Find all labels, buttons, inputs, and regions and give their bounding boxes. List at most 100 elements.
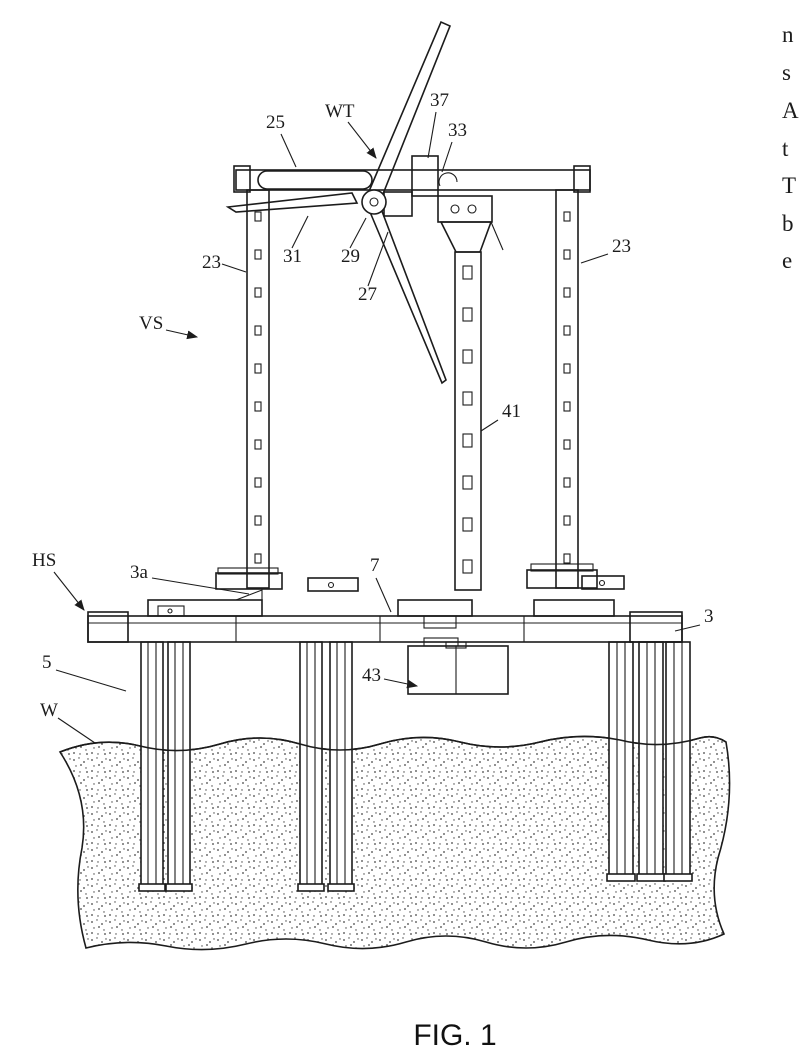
pile	[608, 641, 634, 877]
edge-fragment: A	[782, 98, 799, 123]
leader-23-left	[221, 263, 247, 273]
leader-29	[349, 217, 367, 249]
column-left	[246, 189, 270, 589]
leader-3	[674, 624, 701, 632]
pile	[140, 641, 164, 887]
label-3: 3	[704, 606, 714, 627]
bolt	[450, 204, 460, 214]
leader-41	[480, 419, 499, 432]
label-41: 41	[502, 401, 521, 422]
pile	[299, 641, 323, 887]
nacelle-body	[383, 191, 413, 217]
leader-wt	[347, 121, 377, 159]
stowed-blade-cylinder	[257, 170, 373, 190]
edge-fragment: e	[782, 248, 792, 273]
pile	[167, 641, 191, 887]
leader-43	[383, 678, 419, 689]
bolt-plate	[581, 575, 625, 590]
pile	[638, 641, 664, 877]
label-hs: HS	[32, 550, 56, 571]
bolt	[167, 608, 173, 614]
label-23-left: 23	[202, 252, 221, 273]
leader-25	[280, 133, 297, 168]
leader-33	[441, 141, 453, 173]
column-right-holes	[563, 211, 571, 564]
label-43: 43	[362, 665, 381, 686]
blade-left	[225, 192, 359, 213]
pile	[329, 641, 353, 887]
footing-right	[526, 569, 598, 589]
footing-plate-right	[530, 563, 594, 572]
pile-legs	[138, 641, 693, 892]
edge-fragment: b	[782, 211, 794, 236]
rotor-hub	[361, 189, 387, 215]
edge-fragment: n	[782, 22, 794, 47]
wind-turbine	[225, 20, 504, 385]
bolt	[467, 204, 477, 214]
label-wt: WT	[325, 101, 355, 122]
bolt-plate	[307, 577, 359, 592]
pile-cap	[327, 883, 355, 892]
leader-vs	[165, 329, 199, 340]
support-brace	[439, 221, 493, 253]
leader-27	[367, 231, 389, 287]
label-33: 33	[448, 120, 467, 141]
leader-hs	[53, 571, 85, 611]
main-deck-beam	[87, 615, 683, 643]
bolt	[327, 581, 335, 589]
leader-lines	[53, 111, 701, 744]
pile-cap	[663, 873, 693, 882]
pile-cap	[636, 873, 666, 882]
top-beam-cap-right	[573, 165, 591, 193]
pile-cap	[297, 883, 325, 892]
label-27: 27	[358, 284, 377, 305]
reference-labels: 25 WT 37 33 23 31 29 27 23 VS 41 HS 3a 7…	[32, 90, 714, 721]
deck-wedge	[235, 589, 263, 601]
leader-37	[427, 111, 437, 159]
pile-cap	[165, 883, 193, 892]
top-beam	[235, 169, 591, 191]
deck-block-center	[397, 599, 473, 617]
column-left-holes	[254, 211, 262, 564]
label-vs: VS	[139, 313, 163, 334]
pile-cap	[606, 873, 636, 882]
water-surface-line	[59, 735, 727, 753]
label-7: 7	[370, 555, 380, 576]
pile-cap	[138, 883, 166, 892]
label-25: 25	[266, 112, 285, 133]
edge-fragment: s	[782, 60, 791, 85]
tower-column-holes	[462, 265, 473, 574]
blade-mount	[411, 155, 439, 197]
figure-caption: FIG. 1	[413, 1019, 496, 1052]
deck-notch	[423, 615, 457, 629]
bolt	[598, 579, 606, 587]
footing-plate-left	[217, 567, 279, 575]
label-23-right: 23	[612, 236, 631, 257]
tower-column	[454, 251, 482, 591]
label-w: W	[40, 700, 58, 721]
leader-31	[291, 215, 309, 249]
leader-23-right	[580, 253, 609, 264]
vessel-structure	[233, 165, 591, 591]
deck-block-right	[533, 599, 615, 617]
label-37: 37	[430, 90, 449, 111]
label-5: 5	[42, 652, 52, 673]
rotor-hub-center	[369, 197, 379, 207]
box-tab	[423, 637, 459, 647]
blade-down	[368, 204, 447, 385]
label-29: 29	[341, 246, 360, 267]
deck-bracket	[157, 605, 185, 617]
top-beam-cap-left	[233, 165, 251, 193]
label-31: 31	[283, 246, 302, 267]
support-box	[437, 195, 493, 223]
page-edge-text: n s A t T b e	[782, 22, 799, 273]
equipment-box	[407, 645, 509, 695]
leader-5	[55, 669, 127, 692]
pile	[665, 641, 691, 877]
edge-fragment: t	[782, 136, 789, 161]
footing-left	[215, 572, 283, 590]
leader-7	[375, 577, 392, 613]
column-right	[555, 189, 579, 589]
